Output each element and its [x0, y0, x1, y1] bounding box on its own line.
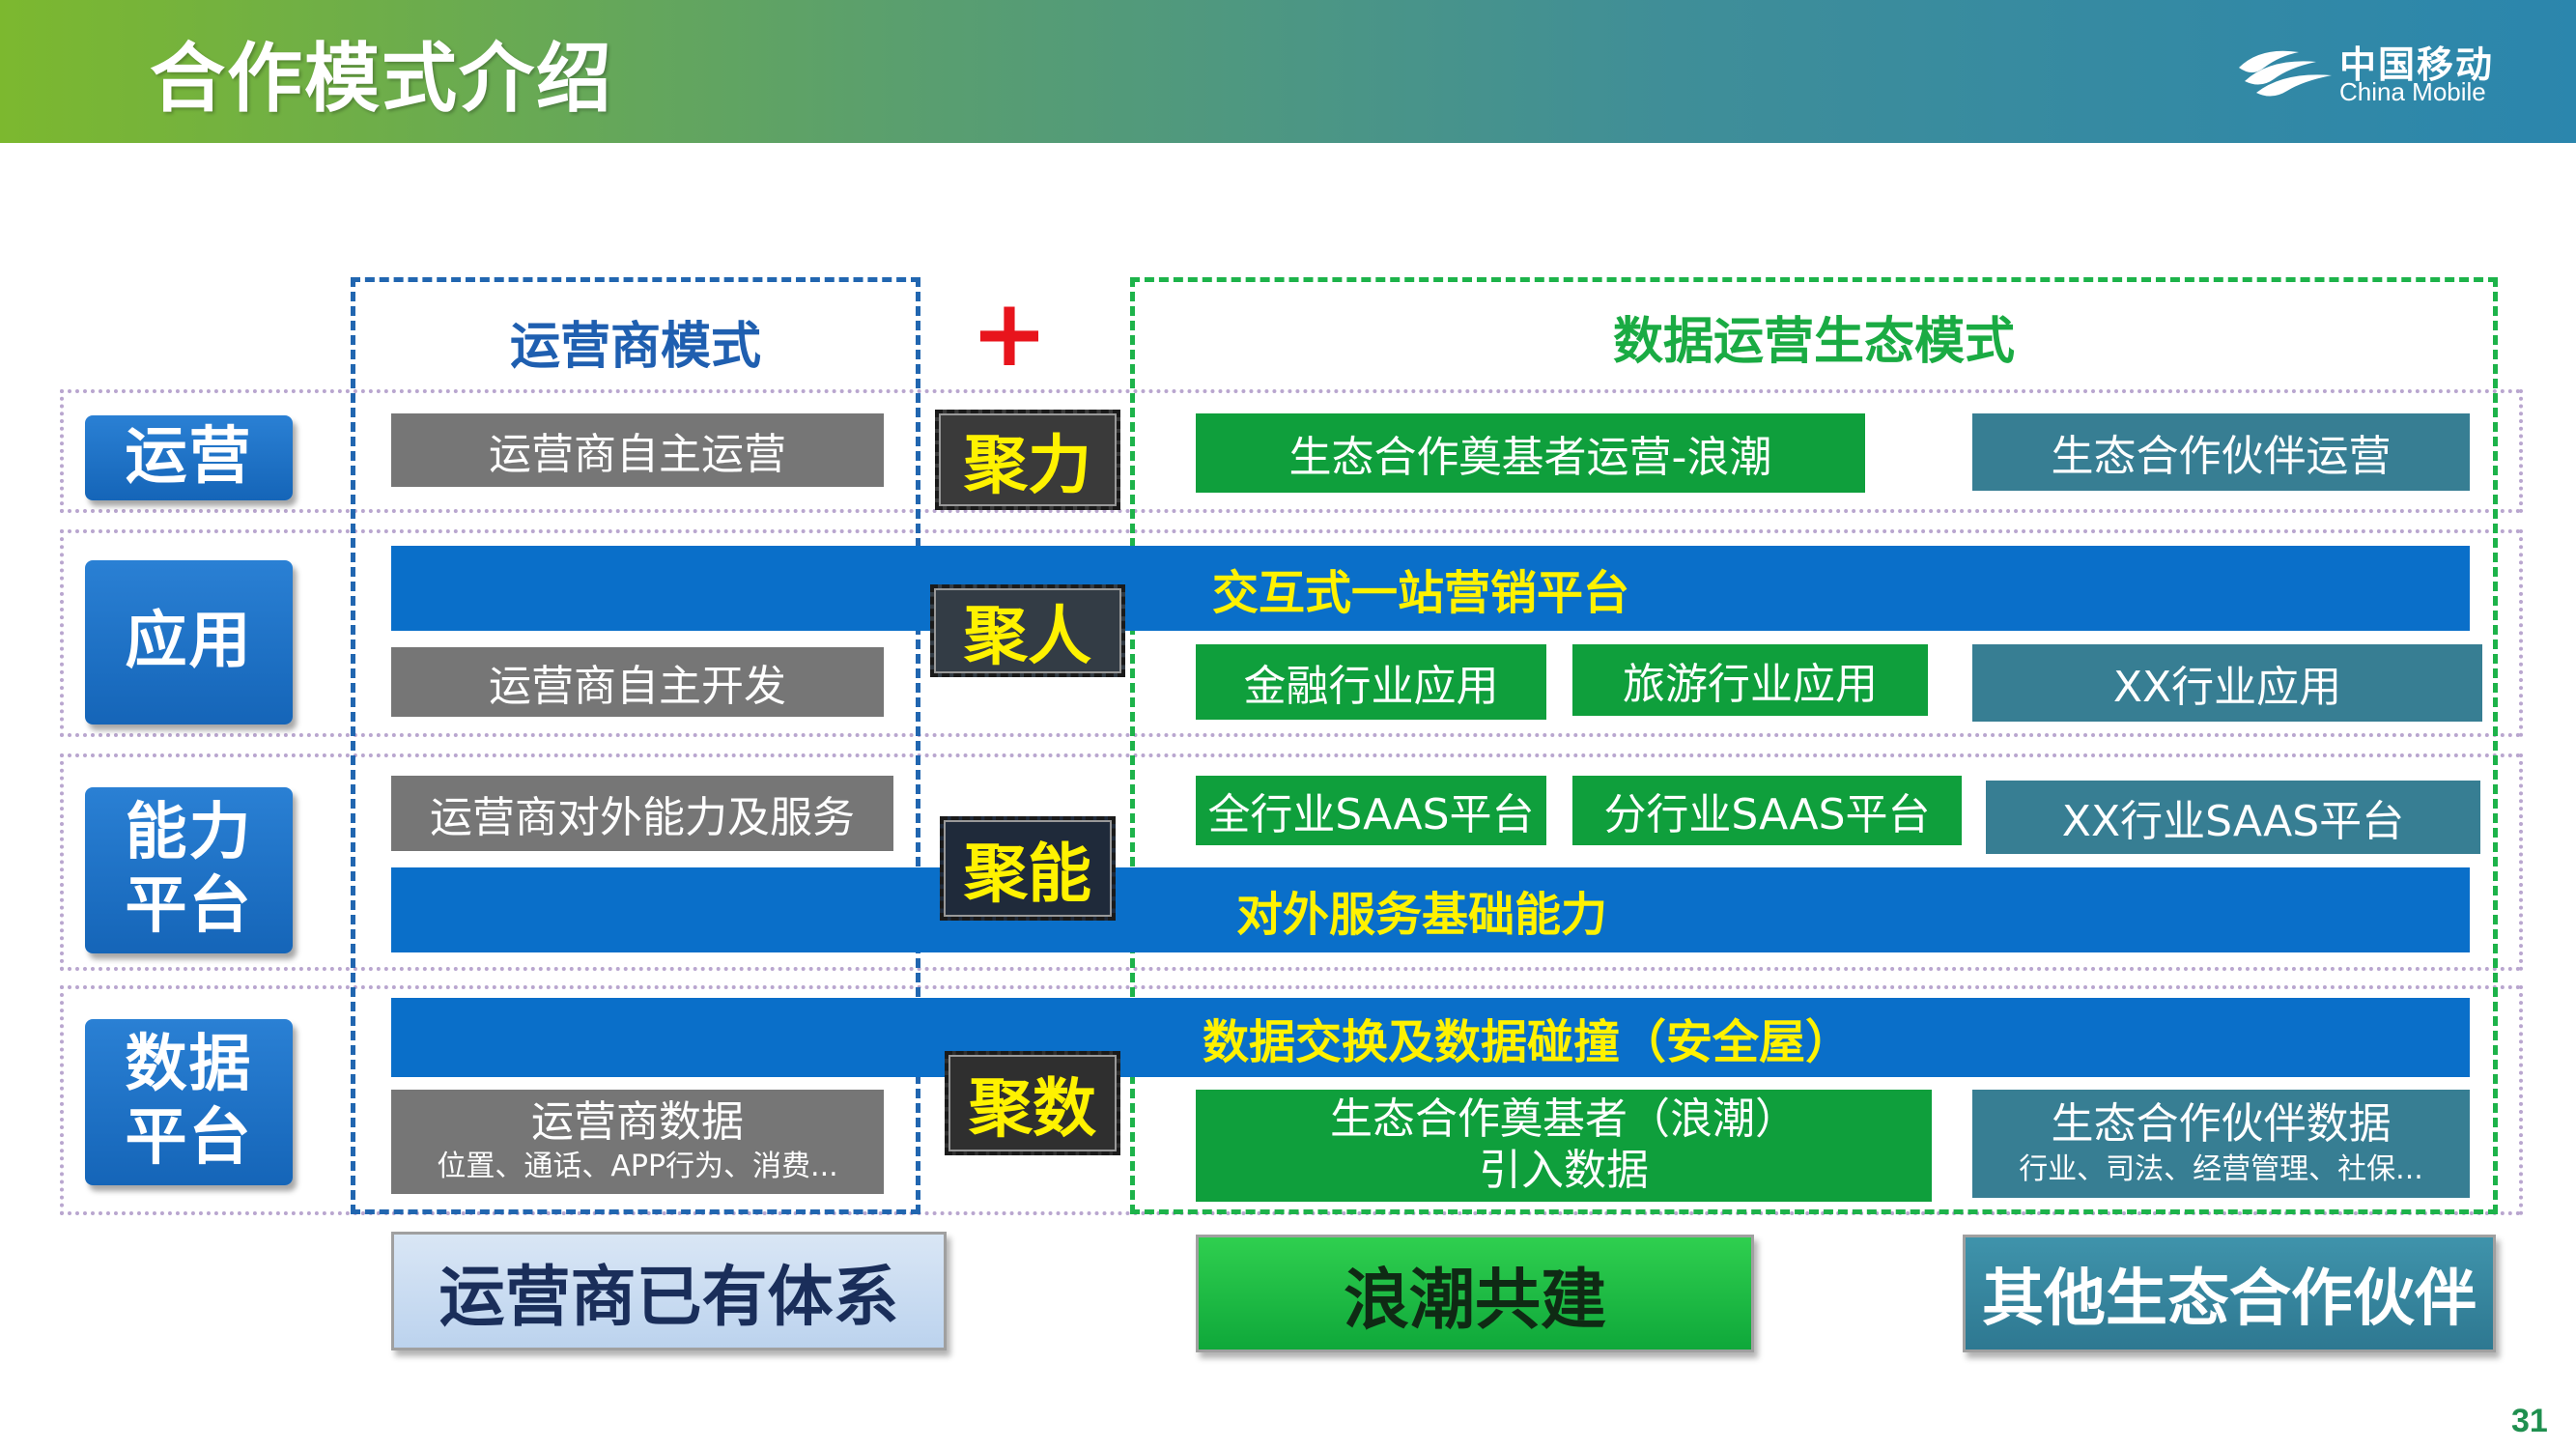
- side-label-data-line-2: 平台: [125, 1102, 253, 1174]
- side-label-data: 数据 平台: [85, 1019, 293, 1185]
- china-mobile-logo-icon: [2239, 50, 2332, 97]
- logo-text-cn: 中国移动: [2339, 43, 2495, 86]
- partner-operation-box: 生态合作伙伴运营: [1972, 413, 2470, 491]
- xx-industry-saas-box: XX行业SAAS平台: [1986, 781, 2480, 854]
- langchao-data-box: 生态合作奠基者（浪潮） 引入数据: [1196, 1090, 1932, 1202]
- side-label-data-line-1: 数据: [125, 1029, 253, 1101]
- ecosystem-mode-title: 数据运营生态模式: [1612, 312, 2015, 371]
- ju-shu-badge: 聚数: [945, 1051, 1120, 1155]
- ju-li-badge: 聚力: [935, 410, 1120, 510]
- row-frame-operation: [60, 389, 2523, 513]
- operator-existing-system-box: 运营商已有体系: [391, 1232, 947, 1350]
- operator-mode-frame: [351, 277, 920, 1214]
- partner-data-title: 生态合作伙伴数据: [2051, 1099, 2392, 1150]
- xx-industry-app-box: XX行业应用: [1972, 644, 2482, 722]
- ju-ren-badge: 聚人: [930, 584, 1125, 677]
- langchao-co-build-box: 浪潮共建: [1196, 1235, 1754, 1352]
- row-frame-capability: [60, 753, 2523, 971]
- tourism-app-box: 旅游行业应用: [1572, 644, 1928, 716]
- header-bar: [0, 0, 2576, 143]
- other-partners-box: 其他生态合作伙伴: [1963, 1235, 2496, 1352]
- operator-self-operation-box: 运营商自主运营: [391, 413, 884, 487]
- operator-data-box: 运营商数据 位置、通话、APP行为、消费...: [391, 1090, 884, 1194]
- side-label-capability: 能力 平台: [85, 787, 293, 953]
- partner-data-box: 生态合作伙伴数据 行业、司法、经营管理、社保...: [1972, 1090, 2470, 1198]
- operator-data-subtitle: 位置、通话、APP行为、消费...: [437, 1149, 838, 1183]
- interactive-marketing-platform-label: 交互式一站营销平台: [1212, 566, 1630, 620]
- side-label-capability-line-1: 能力: [125, 797, 253, 869]
- china-mobile-logo: 中国移动 China Mobile: [2231, 31, 2521, 114]
- operator-self-development-box: 运营商自主开发: [391, 647, 884, 717]
- data-exchange-bar: 数据交换及数据碰撞（安全屋）: [391, 998, 2470, 1077]
- page-title: 合作模式介绍: [150, 36, 614, 123]
- operator-capability-box: 运营商对外能力及服务: [391, 776, 893, 851]
- finance-app-box: 金融行业应用: [1196, 644, 1546, 720]
- ecosystem-mode-frame: [1130, 277, 2498, 1214]
- side-label-operation: 运营: [85, 415, 293, 500]
- data-exchange-label: 数据交换及数据碰撞（安全屋）: [1203, 1015, 1853, 1069]
- row-frame-application: [60, 529, 2523, 737]
- all-industry-saas-box: 全行业SAAS平台: [1196, 776, 1546, 845]
- logo-text-en: China Mobile: [2339, 77, 2486, 106]
- external-service-capability-bar: 对外服务基础能力: [391, 867, 2470, 952]
- page-number: 31: [2511, 1403, 2548, 1439]
- plus-sign: +: [970, 279, 1049, 387]
- ju-neng-badge: 聚能: [940, 816, 1116, 921]
- langchao-operation-box: 生态合作奠基者运营-浪潮: [1196, 413, 1865, 493]
- sub-industry-saas-box: 分行业SAAS平台: [1572, 776, 1962, 845]
- partner-data-subtitle: 行业、司法、经营管理、社保...: [2019, 1151, 2423, 1186]
- operator-mode-title: 运营商模式: [509, 317, 761, 376]
- side-label-capability-line-2: 平台: [125, 870, 253, 942]
- external-service-capability-label: 对外服务基础能力: [1236, 888, 1608, 942]
- langchao-data-line-2: 引入数据: [1479, 1146, 1649, 1195]
- interactive-marketing-platform-bar: 交互式一站营销平台: [391, 546, 2470, 631]
- side-label-application: 应用: [85, 560, 293, 724]
- operator-data-title: 运营商数据: [531, 1097, 744, 1148]
- langchao-data-line-1: 生态合作奠基者（浪潮）: [1330, 1094, 1798, 1145]
